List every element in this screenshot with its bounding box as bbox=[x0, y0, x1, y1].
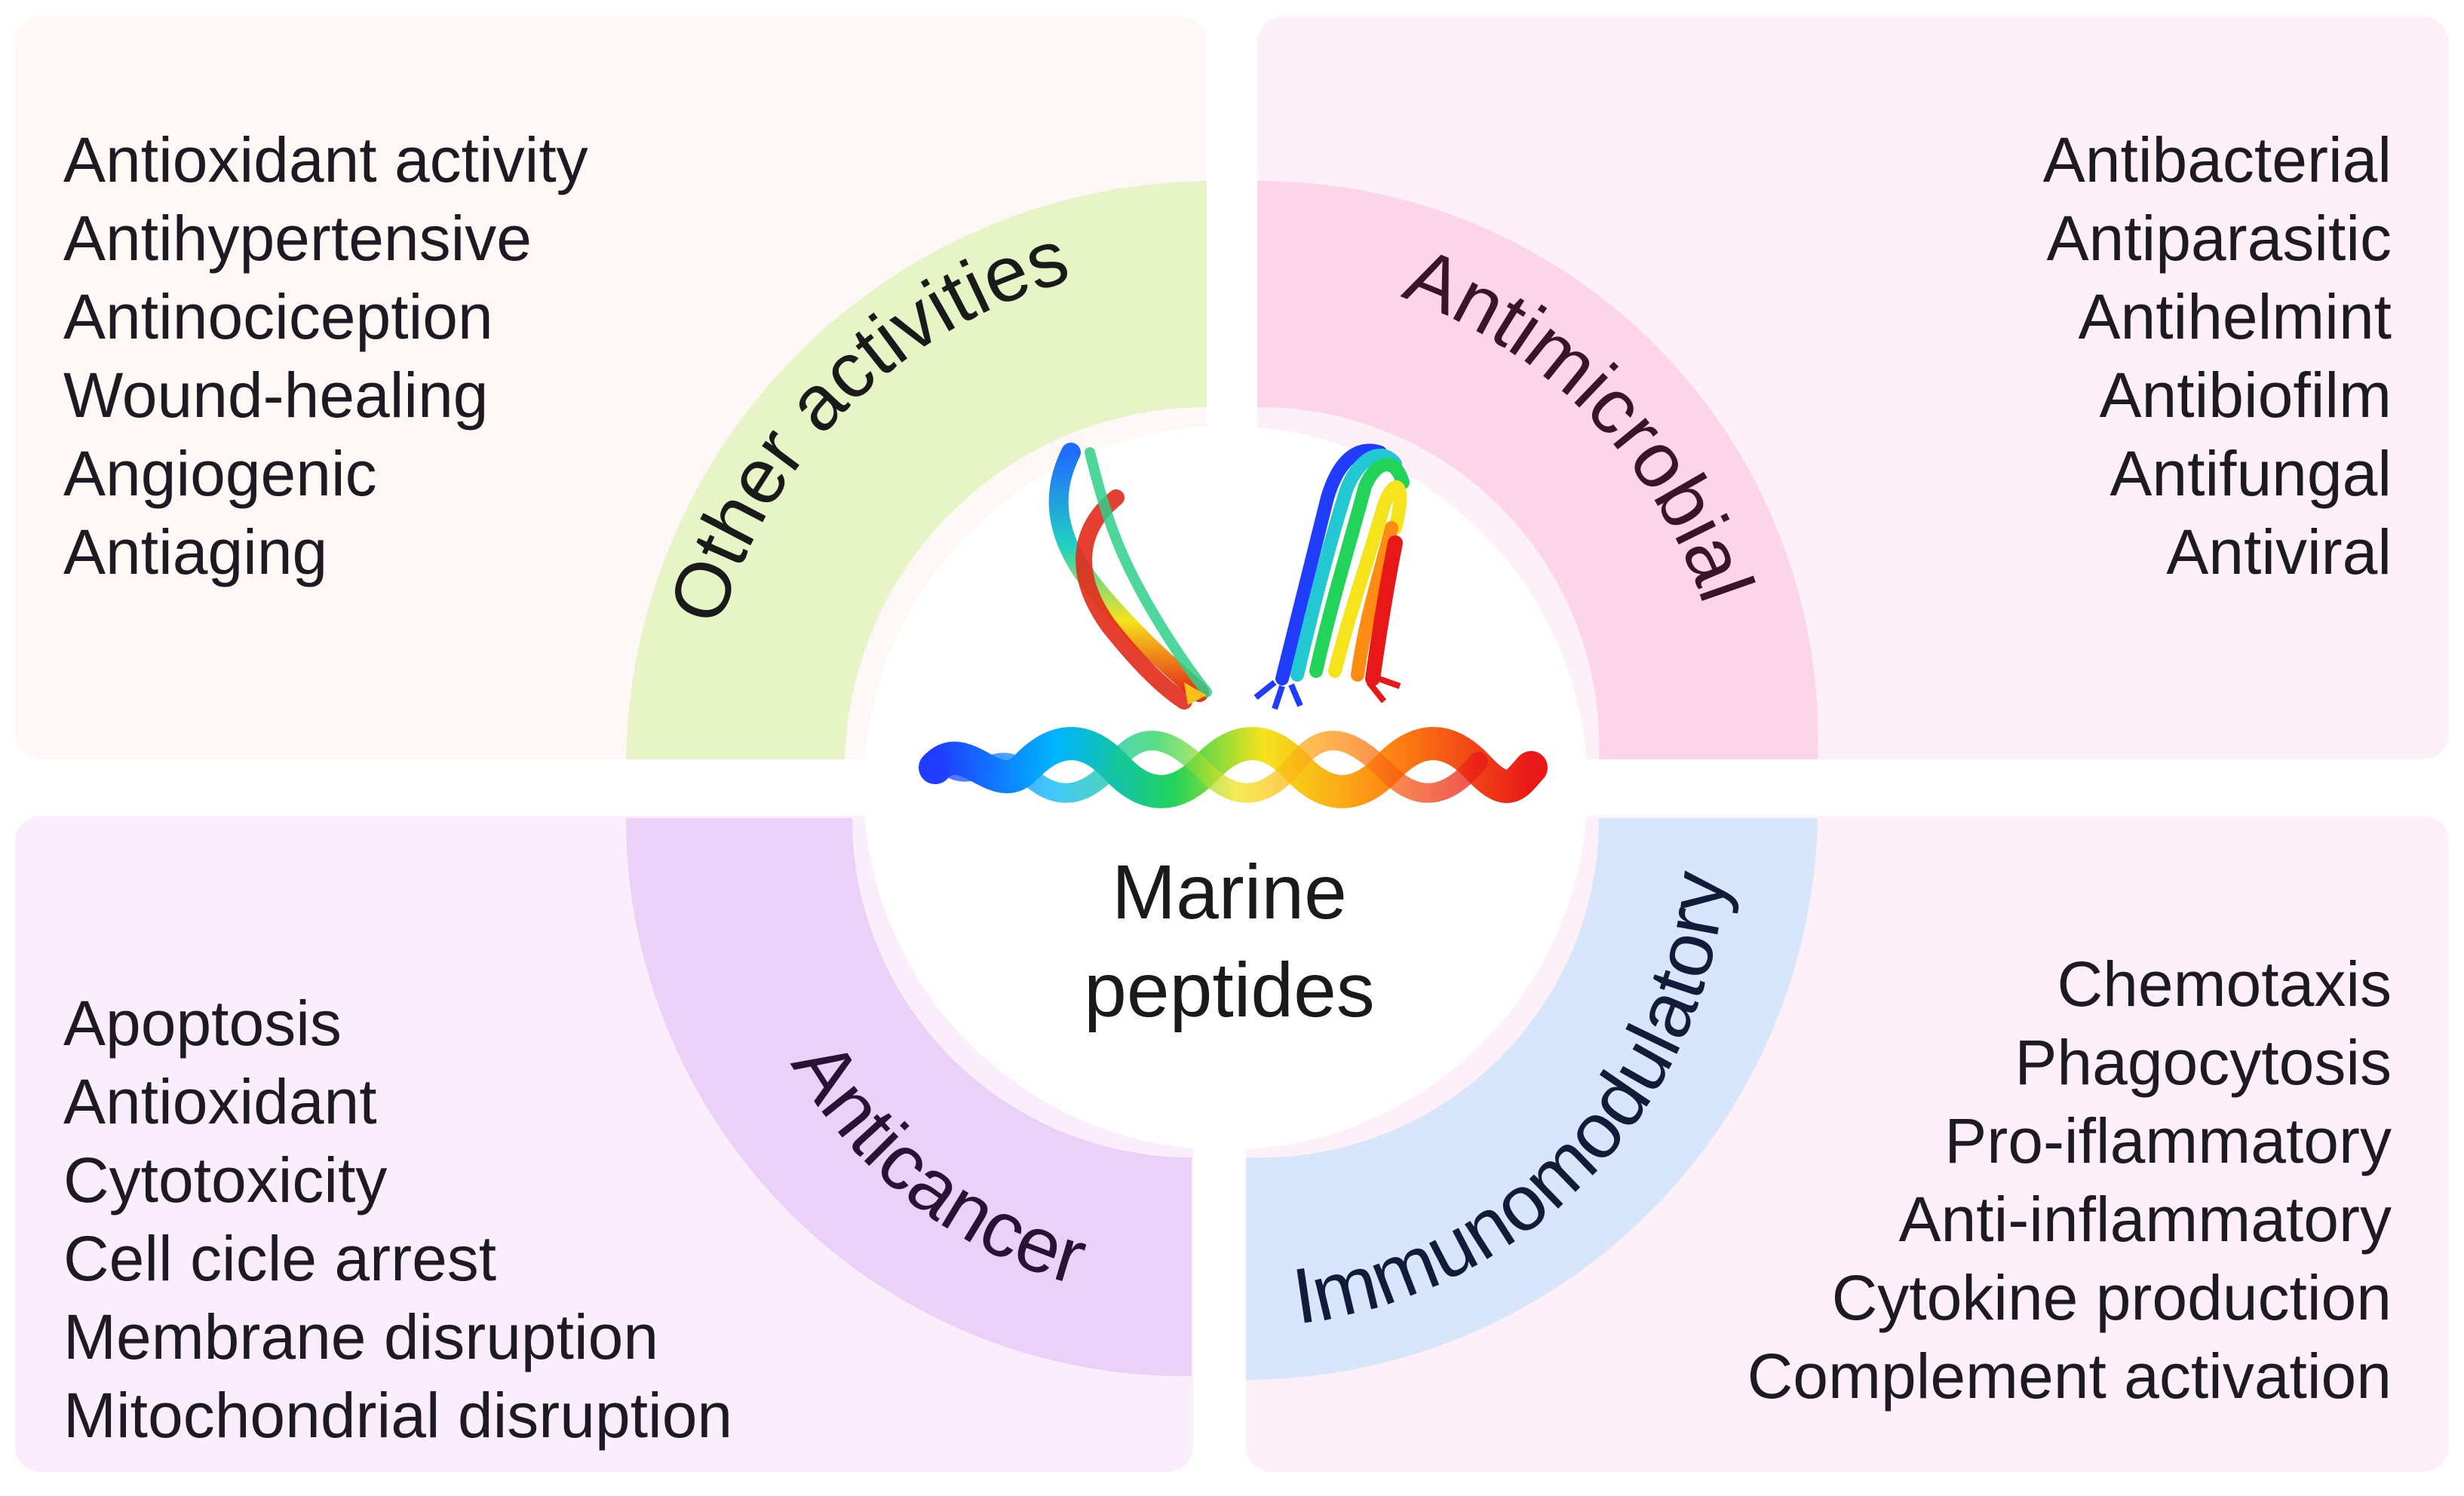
sector-other bbox=[626, 181, 1207, 762]
list-item: Antioxidant bbox=[63, 1066, 377, 1137]
beta-hairpin-structure bbox=[1048, 443, 1212, 710]
list-item: Apoptosis bbox=[63, 988, 342, 1059]
list-item: Mitochondrial disruption bbox=[63, 1380, 733, 1451]
alpha-helix-structure bbox=[919, 727, 1548, 808]
list-item: Antifungal bbox=[2110, 438, 2392, 509]
list-item: Antibacterial bbox=[2042, 124, 2392, 195]
list-item: Cell cicle arrest bbox=[63, 1223, 497, 1294]
center-title-line1: Marine bbox=[1112, 849, 1347, 935]
list-item: Cytokine production bbox=[1831, 1262, 2392, 1333]
list-item: Membrane disruption bbox=[63, 1301, 659, 1372]
panel-anticancer bbox=[15, 816, 1193, 1472]
list-immunomodulatory: Chemotaxis Phagocytosis Pro-iflammatory … bbox=[1748, 945, 2392, 1415]
center-title-line2: peptides bbox=[1084, 947, 1375, 1033]
sector-anticancer bbox=[626, 818, 1192, 1377]
list-item: Angiogenic bbox=[63, 438, 377, 509]
list-anticancer: Apoptosis Antioxidant Cytotoxicity Cell … bbox=[63, 984, 732, 1455]
list-item: Phagocytosis bbox=[2014, 1027, 2392, 1098]
list-item: Antihypertensive bbox=[63, 203, 532, 274]
sector-immunomodulatory bbox=[1246, 818, 1818, 1380]
list-item: Antihelmint bbox=[2078, 281, 2392, 352]
list-item: Antinociception bbox=[63, 281, 493, 352]
list-item: Antiparasitic bbox=[2046, 203, 2392, 274]
list-item: Complement activation bbox=[1747, 1341, 2392, 1412]
panel-other bbox=[15, 17, 1207, 759]
peptide-structure-illustration bbox=[919, 443, 1548, 808]
list-antimicrobial: Antibacterial Antiparasitic Antihelmint … bbox=[2043, 121, 2392, 591]
list-item: Antiviral bbox=[2166, 517, 2392, 587]
list-item: Pro-iflammatory bbox=[1944, 1105, 2392, 1176]
list-item: Antibiofilm bbox=[2099, 360, 2392, 431]
list-item: Antiaging bbox=[63, 517, 328, 587]
strand-bundle-structure bbox=[1253, 443, 1410, 710]
list-item: Wound-healing bbox=[63, 360, 489, 431]
list-item: Cytotoxicity bbox=[63, 1145, 388, 1216]
panel-immunomodulatory bbox=[1246, 816, 2449, 1472]
sector-antimicrobial bbox=[1257, 180, 1818, 762]
list-item: Chemotaxis bbox=[2057, 949, 2392, 1019]
list-other-activities: Antioxidant activity Antihypertensive An… bbox=[63, 121, 588, 591]
list-item: Anti-inflammatory bbox=[1898, 1184, 2392, 1255]
list-item: Antioxidant activity bbox=[63, 124, 588, 195]
